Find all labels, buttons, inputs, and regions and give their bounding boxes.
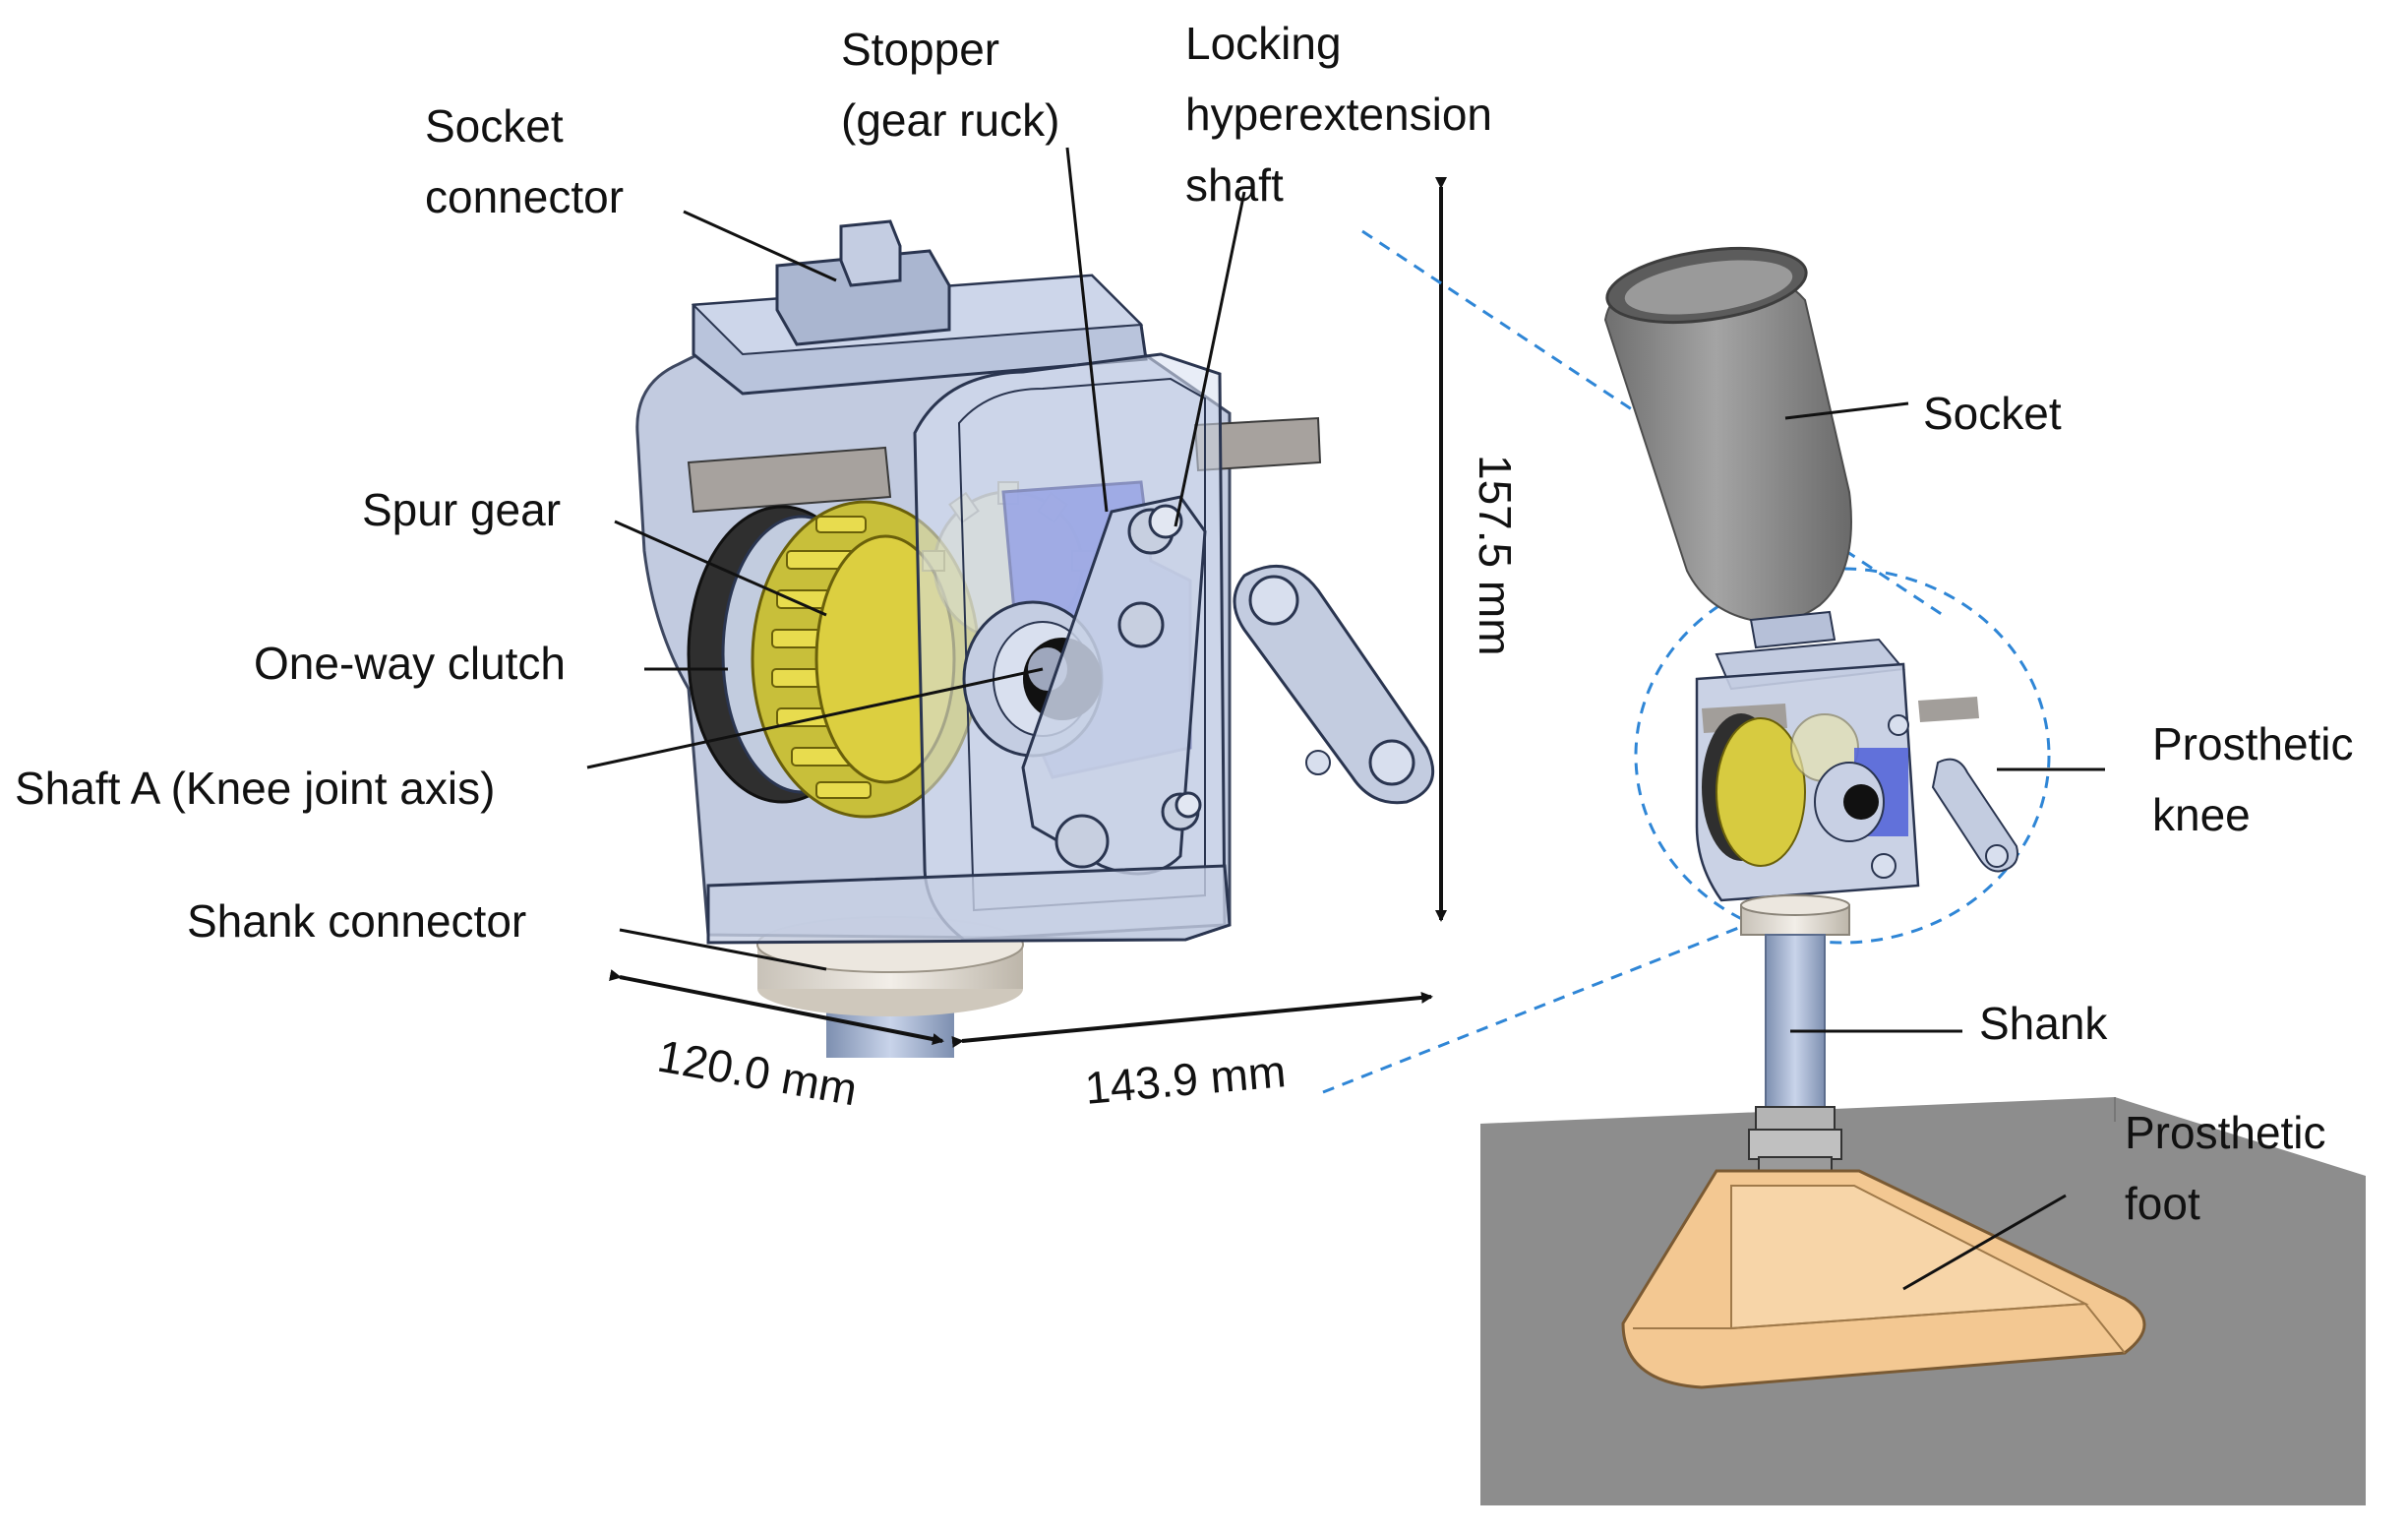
label-prosthetic-foot: Prosthetic foot <box>2125 1097 2326 1239</box>
label-socket: Socket <box>1923 388 2062 439</box>
label-prosthetic-foot-line1: Prosthetic <box>2125 1107 2326 1158</box>
width-arrow <box>951 991 1433 1048</box>
label-locking-shaft-line3: shaft <box>1185 159 1284 211</box>
top-plate <box>691 219 1148 396</box>
label-locking-shaft: Locking hyperextension shaft <box>1185 8 1492 220</box>
shank-tube <box>1765 934 1826 1108</box>
label-prosthetic-foot-line2: foot <box>2125 1178 2200 1229</box>
label-spur-gear: Spur gear <box>362 484 562 535</box>
leader-lines-left <box>586 147 1246 971</box>
foot-adapter <box>1748 1106 1842 1178</box>
zoom-circle <box>1634 567 2051 945</box>
label-one-way-clutch: One-way clutch <box>254 638 567 689</box>
label-shaft-a: Shaft A (Knee joint axis) <box>15 763 496 814</box>
label-prosthetic-knee-line1: Prosthetic <box>2152 718 2354 769</box>
label-stopper-line1: Stopper <box>841 24 1000 75</box>
dimension-arrows <box>609 177 1447 1048</box>
dimension-height-label: 157.5 mm <box>1470 455 1521 656</box>
pins <box>1054 504 1202 869</box>
shank-connector-small <box>1740 894 1850 936</box>
label-prosthetic-knee: Prosthetic knee <box>2152 708 2354 850</box>
label-shank: Shank <box>1979 998 2108 1049</box>
knee-mechanism-small <box>1695 610 2018 902</box>
prosthetic-foot <box>1621 1169 2146 1389</box>
label-prosthetic-knee-line2: knee <box>2152 789 2251 840</box>
label-stopper: Stopper (gear ruck) <box>841 14 1059 155</box>
label-shank-connector: Shank connector <box>187 895 527 947</box>
knee-mechanism-large <box>635 219 1435 1058</box>
depth-arrow <box>609 969 944 1045</box>
label-locking-shaft-line2: hyperextension <box>1185 89 1492 140</box>
label-stopper-line2: (gear ruck) <box>841 94 1060 146</box>
label-socket-connector-line2: connector <box>425 171 625 222</box>
left-plate <box>687 446 892 514</box>
label-socket-connector-line1: Socket <box>425 100 564 152</box>
bottom-plate <box>706 864 1232 945</box>
prosthesis-assembly <box>1480 247 2366 1505</box>
socket <box>1603 247 1852 624</box>
label-locking-shaft-line1: Locking <box>1185 18 1342 69</box>
label-socket-connector: Socket connector <box>425 91 624 232</box>
leader-lines-right <box>1784 401 2105 1291</box>
lever-arm <box>1233 564 1435 805</box>
